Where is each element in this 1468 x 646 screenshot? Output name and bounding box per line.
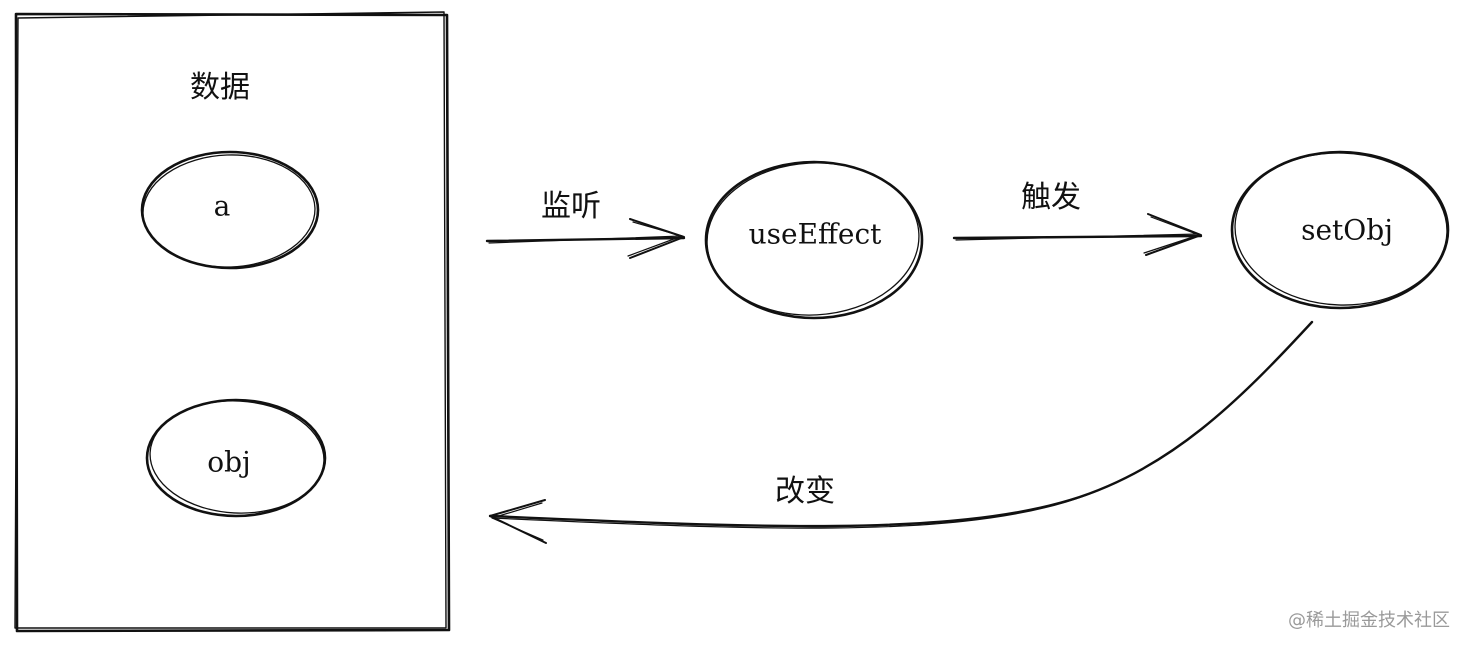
arrow-listen bbox=[485, 218, 686, 259]
arrow-change bbox=[488, 320, 1314, 544]
listen-label: 监听 bbox=[541, 189, 601, 224]
data-box-title: 数据 bbox=[190, 70, 250, 105]
ellipse-a-label: a bbox=[213, 189, 231, 223]
set-obj-label: setObj bbox=[1301, 213, 1393, 247]
circle-use-effect bbox=[704, 160, 924, 320]
ellipse-obj-label: obj bbox=[207, 445, 251, 479]
use-effect-label: useEffect bbox=[748, 217, 882, 251]
ellipse-obj bbox=[145, 398, 327, 518]
circle-set-obj bbox=[1230, 150, 1450, 310]
ellipse-a bbox=[140, 150, 320, 270]
trigger-label: 触发 bbox=[1021, 180, 1081, 215]
change-label: 改变 bbox=[775, 474, 835, 509]
watermark-text: @稀土掘金技术社区 bbox=[1288, 610, 1450, 631]
arrow-trigger bbox=[952, 213, 1203, 256]
data-container-box bbox=[14, 11, 451, 633]
